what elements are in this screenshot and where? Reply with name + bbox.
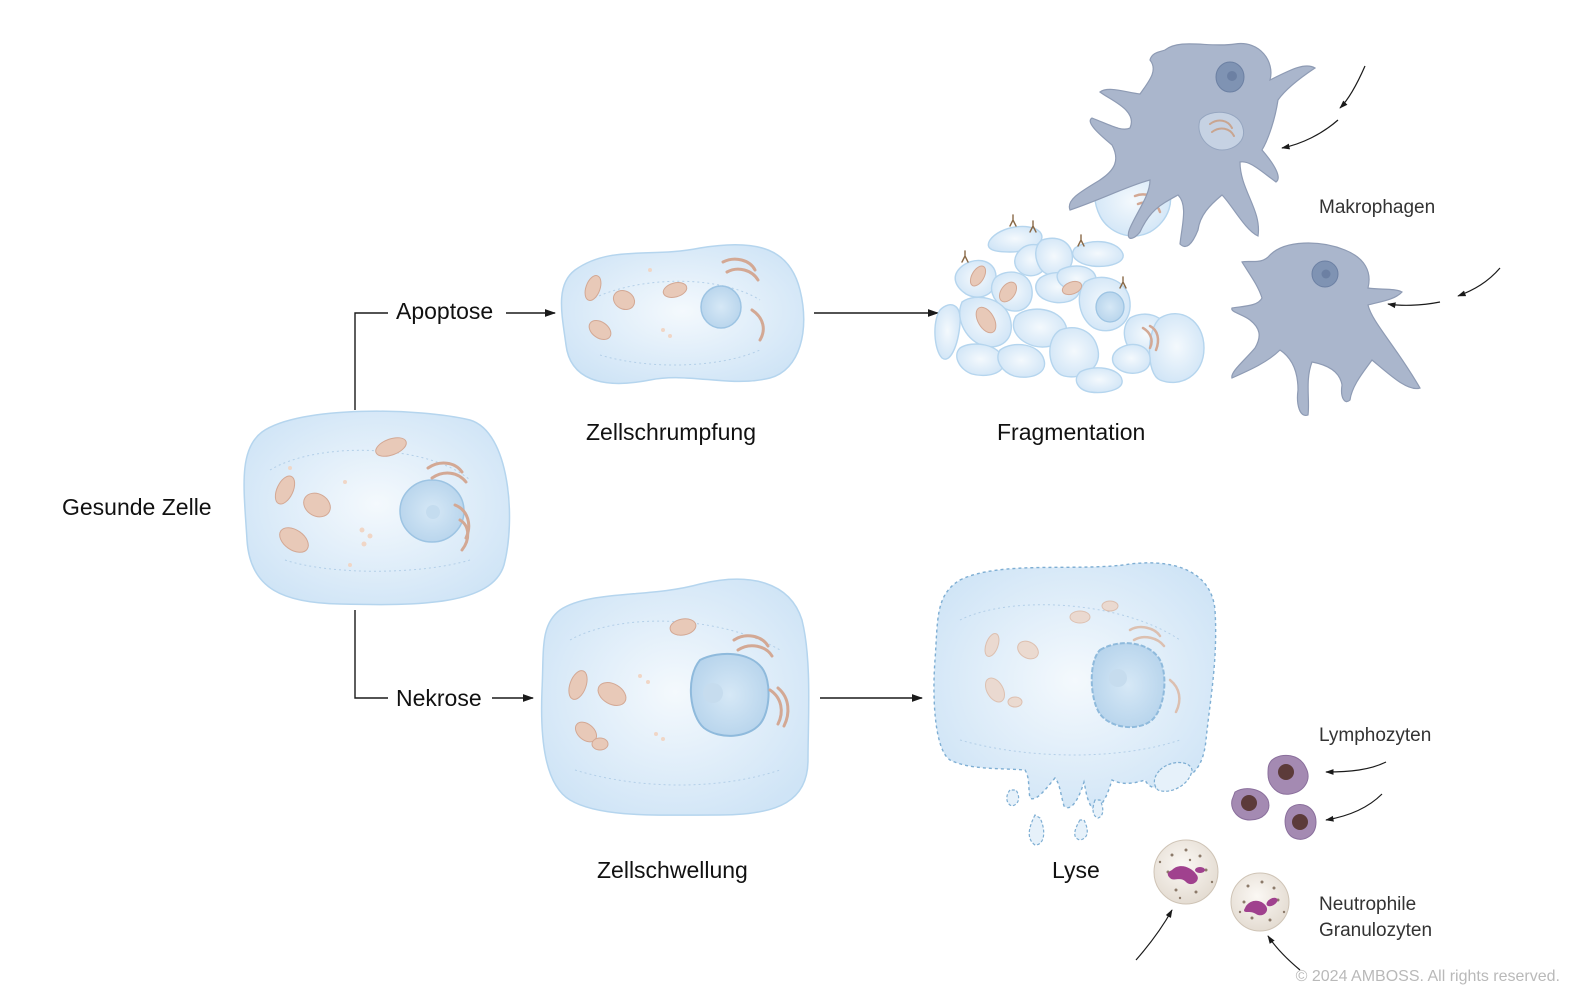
copyright-notice: © 2024 AMBOSS. All rights reserved. (1295, 968, 1560, 985)
label-apoptosis: Apoptose (396, 298, 494, 324)
golgi-apparatus (426, 461, 471, 552)
label-neutrophils-line2: Granulozyten (1319, 920, 1433, 941)
macrophage-lower (1231, 242, 1421, 416)
lysis-droplets (1006, 761, 1193, 846)
swelling-cell (540, 578, 810, 816)
label-necrosis: Nekrose (396, 685, 482, 711)
mitochondrion (279, 527, 309, 553)
lymphocyte (1284, 804, 1317, 840)
label-neutrophils-line1: Neutrophile (1319, 894, 1417, 915)
lymphocyte (1267, 754, 1309, 795)
label-fragmentation: Fragmentation (997, 419, 1146, 445)
label-macrophages: Makrophagen (1319, 197, 1436, 218)
necrosis-branch-line (354, 610, 388, 699)
mitochondrion (274, 475, 296, 505)
lymphocyte (1231, 788, 1270, 821)
macrophage-upper (1068, 42, 1317, 248)
label-cell-swelling: Zellschwellung (597, 857, 748, 883)
neutrophil (1153, 839, 1219, 905)
lysing-cell (933, 562, 1217, 846)
label-lymphocytes: Lymphozyten (1319, 725, 1432, 746)
label-cell-shrinkage: Zellschrumpfung (586, 419, 757, 445)
mitochondrion (375, 437, 407, 457)
shrunk-nucleus (700, 285, 742, 329)
lymphocytes (1231, 754, 1317, 840)
swollen-nucleus (689, 652, 770, 737)
neutrophil-arrows (1135, 909, 1301, 971)
mitochondrion (303, 492, 331, 518)
shrinking-cell (560, 243, 805, 385)
lymphocyte-arrows (1325, 761, 1387, 822)
healthy-cell (243, 410, 511, 606)
apoptotic-body-contents (961, 164, 1162, 352)
branch-connectors (354, 309, 940, 702)
label-lysis: Lyse (1052, 857, 1100, 883)
neutrophils (1153, 839, 1290, 932)
label-healthy-cell: Gesunde Zelle (62, 494, 212, 520)
macrophage-arrows (1281, 65, 1501, 309)
apoptosis-branch-line (354, 312, 388, 410)
neutrophil (1230, 872, 1290, 932)
